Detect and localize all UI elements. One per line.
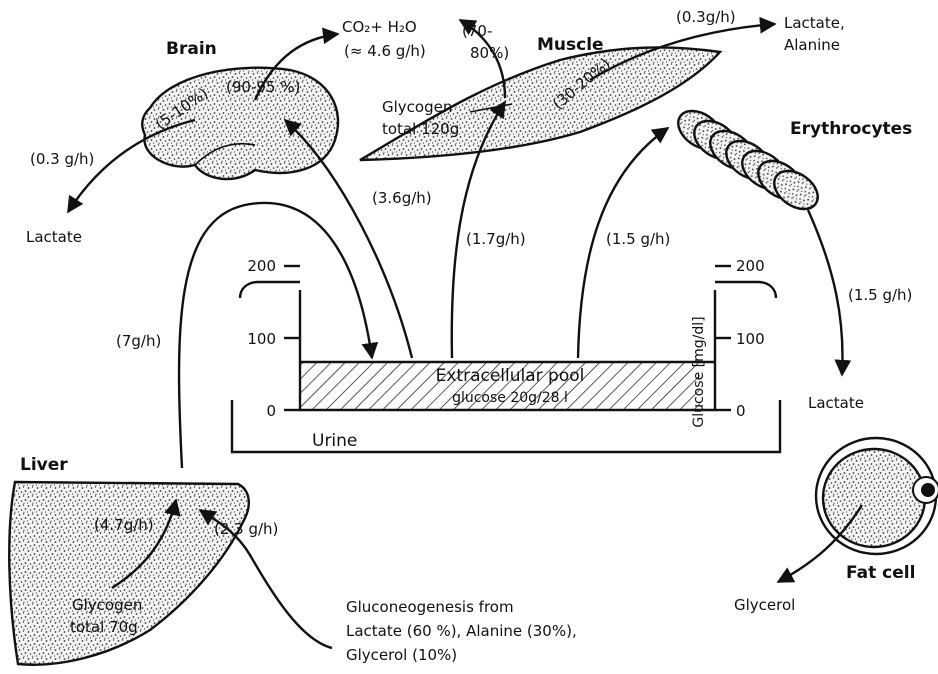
rate-liver-gng: (2.3 g/h) (214, 520, 278, 538)
erythrocytes-label: Erythrocytes (790, 119, 912, 139)
fat-cell-shape (816, 438, 938, 554)
co2-h2o-label: CO₂+ H₂O (342, 18, 417, 36)
tick-left-0: 0 (266, 402, 276, 420)
rate-liver-output: (7g/h) (116, 332, 161, 350)
tick-left-100: 100 (247, 330, 276, 348)
glucose-axis-label: Glucose [mg/dl] (691, 316, 707, 427)
muscle-label: Muscle (537, 35, 604, 55)
gluconeogenesis-line-2: Lactate (60 %), Alanine (30%), (346, 622, 577, 640)
muscle-glycogen-2: total 120g (382, 120, 459, 138)
pct-muscle-co2-1: (70- (462, 22, 492, 40)
urine-label: Urine (312, 431, 357, 451)
glycerol-label: Glycerol (734, 596, 795, 614)
gluconeogenesis-line-3: Glycerol (10%) (346, 646, 457, 664)
rate-rbc-lactate: (1.5 g/h) (848, 286, 912, 304)
co2-rate-label: (≈ 4.6 g/h) (344, 42, 426, 60)
tick-right-100: 100 (736, 330, 765, 348)
pool-subtitle: glucose 20g/28 l (452, 390, 568, 406)
tick-right-200: 200 (736, 257, 765, 275)
rate-brain-lactate: (0.3 g/h) (30, 150, 94, 168)
rate-rbc-uptake: (1.5 g/h) (606, 230, 670, 248)
pool-title: Extracellular pool (436, 366, 585, 386)
brain-label: Brain (166, 39, 217, 59)
arrow-erythrocytes-to-lactate (808, 210, 843, 375)
rate-muscle-lactate: (0.3g/h) (676, 8, 736, 26)
liver-shape (9, 482, 249, 665)
brain-lactate-label: Lactate (26, 228, 82, 246)
liver-label: Liver (20, 455, 68, 475)
pct-brain-co2: (90-95 %) (226, 78, 300, 96)
muscle-glycogen-1: Glycogen (382, 98, 452, 116)
lactate-alanine-label-2: Alanine (784, 36, 840, 54)
tick-right-0: 0 (736, 402, 746, 420)
tick-left-200: 200 (247, 257, 276, 275)
liver-glycogen-1: Glycogen (72, 596, 142, 614)
rate-muscle-uptake: (1.7g/h) (466, 230, 526, 248)
fat-cell-label: Fat cell (846, 563, 915, 583)
liver-glycogen-2: total 70g (70, 618, 138, 636)
gluconeogenesis-line-1: Gluconeogenesis from (346, 598, 514, 616)
pct-muscle-co2-2: 80%) (470, 44, 509, 62)
rbc-lactate-label: Lactate (808, 394, 864, 412)
rate-liver-glycogen: (4.7g/h) (94, 516, 154, 534)
lactate-alanine-label-1: Lactate, (784, 14, 845, 32)
rate-brain-uptake: (3.6g/h) (372, 189, 432, 207)
